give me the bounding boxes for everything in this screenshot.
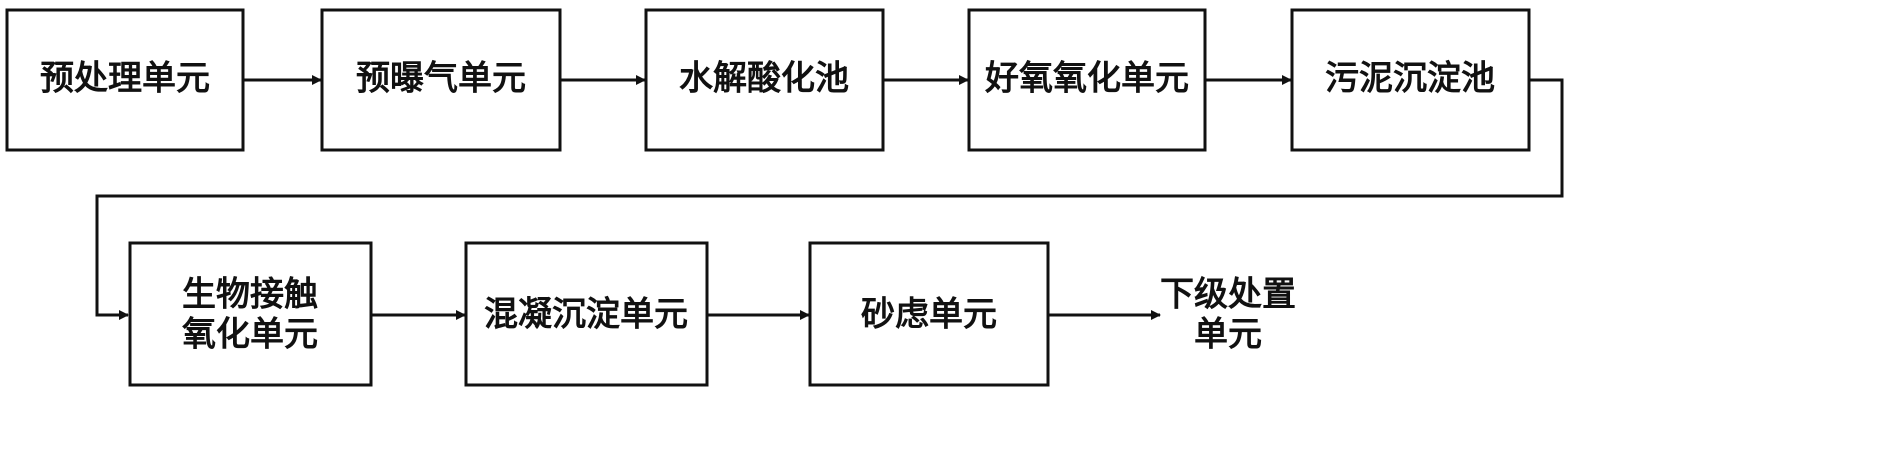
step-box <box>128 241 373 387</box>
step-box <box>1290 8 1531 152</box>
step-label: 水解酸化池 <box>679 59 849 99</box>
step-hydrolysis-acidification-tank: 水解酸化池 <box>644 8 885 152</box>
step-coagulation-sedimentation: 混凝沉淀单元 <box>464 241 709 387</box>
final-label-line2: 单元 <box>1194 315 1262 355</box>
step-label: 好氧氧化单元 <box>984 59 1189 99</box>
row-wrap-connector <box>95 78 1564 320</box>
step-pretreatment: 预处理单元 <box>5 8 245 152</box>
step-box <box>320 8 562 152</box>
step-sand-filtration: 砂虑单元 <box>808 241 1050 387</box>
final-label-line1: 下级处置 <box>1160 275 1296 315</box>
step-bio-contact-oxidation: 生物接触 氧化单元 <box>128 241 373 387</box>
step-label: 混凝沉淀单元 <box>484 295 688 335</box>
step-box <box>644 8 885 152</box>
step-sludge-settling-tank: 污泥沉淀池 <box>1290 8 1531 152</box>
step-label: 污泥沉淀池 <box>1325 59 1495 99</box>
step-label-line1: 生物接触 <box>182 275 318 315</box>
step-label: 砂虑单元 <box>861 295 997 335</box>
step-label: 预处理单元 <box>40 59 210 99</box>
step-label-line2: 氧化单元 <box>182 315 318 355</box>
step-box <box>5 8 245 152</box>
step-aerobic-oxidation: 好氧氧化单元 <box>967 8 1207 152</box>
step-pre-aeration: 预曝气单元 <box>320 8 562 152</box>
step-label: 预曝气单元 <box>356 59 526 99</box>
step-next-level-disposal: 下级处置 单元 <box>1160 275 1296 355</box>
step-box <box>464 241 709 387</box>
